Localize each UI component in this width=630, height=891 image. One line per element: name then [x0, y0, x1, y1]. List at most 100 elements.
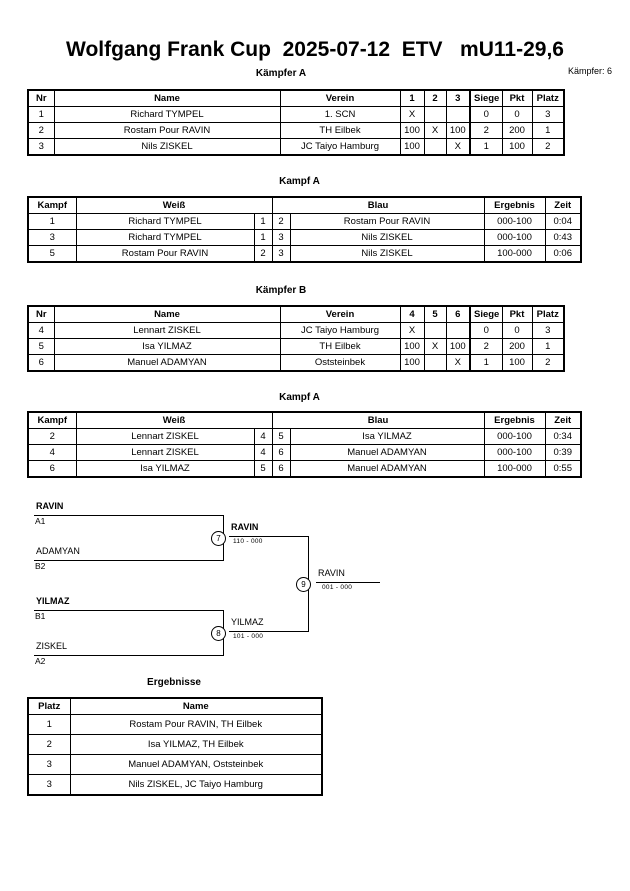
cell-blau: Nils ZISKEL — [289, 229, 485, 246]
table-row: 6 Isa YILMAZ 5 6 Manuel ADAMYAN 100-000 … — [27, 460, 582, 478]
cell-name: Manuel ADAMYAN — [53, 354, 281, 372]
col-nr: Nr — [27, 305, 55, 323]
caption-bouts-a: Kampf A — [279, 176, 320, 187]
table-row: 2 Isa YILMAZ, TH Eilbek — [27, 734, 323, 755]
bracket-match-line — [229, 536, 309, 537]
cell-m6 — [445, 322, 471, 339]
bracket-match-node-8: 8 — [211, 626, 226, 641]
table-row: 6 Manuel ADAMYAN Oststeinbek 100 X 1 100… — [27, 354, 565, 372]
table-row: 5 Isa YILMAZ TH Eilbek 100 X 100 2 200 1 — [27, 338, 565, 355]
bracket-entry-line — [34, 610, 224, 611]
cell-name: Nils ZISKEL — [53, 138, 281, 156]
cell-name: Richard TYMPEL — [53, 106, 281, 123]
cell-nr: 3 — [27, 138, 55, 156]
cell-name: Manuel ADAMYAN, Oststeinbek — [69, 754, 323, 775]
table-row: 3 Nils ZISKEL JC Taiyo Hamburg 100 X 1 1… — [27, 138, 565, 156]
caption-results: Ergebnisse — [147, 677, 201, 688]
cell-siege: 2 — [469, 122, 503, 139]
results-table: Platz Name 1 Rostam Pour RAVIN, TH Eilbe… — [27, 697, 323, 796]
cell-platz: 3 — [27, 754, 71, 775]
cell-blau-nr: 6 — [271, 460, 291, 478]
cell-m2 — [423, 106, 447, 123]
table-header-row: Nr Name Verein 4 5 6 Siege Pkt Platz — [27, 305, 565, 323]
cell-ergebnis: 100-000 — [483, 460, 546, 478]
cell-zeit: 0:04 — [544, 213, 582, 230]
cell-pkt: 100 — [501, 138, 533, 156]
bracket-final-line — [316, 582, 380, 583]
cell-platz: 2 — [531, 138, 565, 156]
cell-m6: X — [445, 354, 471, 372]
cell-zeit: 0:39 — [544, 444, 582, 461]
cell-blau-nr: 3 — [271, 245, 291, 263]
cell-verein: 1. SCN — [279, 106, 401, 123]
bracket-match-node-9: 9 — [296, 577, 311, 592]
col-siege: Siege — [469, 89, 503, 107]
cell-m4: 100 — [399, 338, 425, 355]
cell-siege: 1 — [469, 138, 503, 156]
col-zeit: Zeit — [544, 196, 582, 214]
cell-m1: 100 — [399, 138, 425, 156]
cell-blau-nr: 2 — [271, 213, 291, 230]
col-ergebnis: Ergebnis — [483, 196, 546, 214]
col-name: Name — [53, 305, 281, 323]
cell-m1: 100 — [399, 122, 425, 139]
cell-kampf: 5 — [27, 245, 77, 263]
bracket-entry-line — [34, 560, 224, 561]
cell-siege: 0 — [469, 322, 503, 339]
pool-b-table: Nr Name Verein 4 5 6 Siege Pkt Platz 4 L… — [27, 305, 565, 372]
bracket-entry-line — [34, 515, 224, 516]
table-row: 1 Rostam Pour RAVIN, TH Eilbek — [27, 714, 323, 735]
col-name: Name — [69, 697, 323, 715]
cell-verein: Oststeinbek — [279, 354, 401, 372]
cell-pkt: 0 — [501, 322, 533, 339]
cell-m6: 100 — [445, 338, 471, 355]
cell-nr: 1 — [27, 106, 55, 123]
cell-m4: 100 — [399, 354, 425, 372]
cell-pkt: 200 — [501, 338, 533, 355]
caption-pool-b: Kämpfer B — [255, 285, 307, 296]
elimination-bracket: RAVIN A1 ADAMYAN B2 7 RAVIN 110 - 000 YI… — [0, 495, 630, 675]
cell-weiss-nr: 4 — [253, 428, 273, 445]
col-platz: Platz — [531, 305, 565, 323]
col-blau: Blau — [271, 411, 485, 429]
cell-weiss: Isa YILMAZ — [75, 460, 255, 478]
cell-m5 — [423, 354, 447, 372]
table-header-row: Kampf Weiß Blau Ergebnis Zeit — [27, 196, 582, 214]
cell-blau: Nils ZISKEL — [289, 245, 485, 263]
cell-verein: JC Taiyo Hamburg — [279, 322, 401, 339]
cell-weiss: Lennart ZISKEL — [75, 444, 255, 461]
col-platz: Platz — [27, 697, 71, 715]
col-zeit: Zeit — [544, 411, 582, 429]
cell-weiss-nr: 1 — [253, 213, 273, 230]
bracket-entry-seed: A1 — [35, 516, 46, 526]
col-verein: Verein — [279, 305, 401, 323]
bracket-entry-seed: B2 — [35, 561, 46, 571]
cell-ergebnis: 100-000 — [483, 245, 546, 263]
col-m1: 1 — [399, 89, 425, 107]
cell-kampf: 4 — [27, 444, 77, 461]
bracket-entry-line — [34, 655, 224, 656]
col-nr: Nr — [27, 89, 55, 107]
page-title: Wolfgang Frank Cup 2025-07-12 ETV mU11-2… — [66, 38, 564, 61]
cell-ergebnis: 000-100 — [483, 213, 546, 230]
cell-platz: 1 — [27, 714, 71, 735]
cell-zeit: 0:43 — [544, 229, 582, 246]
cell-verein: TH Eilbek — [279, 122, 401, 139]
cell-m5: X — [423, 338, 447, 355]
table-row: 4 Lennart ZISKEL 4 6 Manuel ADAMYAN 000-… — [27, 444, 582, 461]
cell-m3 — [445, 106, 471, 123]
bracket-entry-name: YILMAZ — [36, 596, 70, 606]
cell-blau-nr: 6 — [271, 444, 291, 461]
cell-pkt: 200 — [501, 122, 533, 139]
cell-weiss-nr: 5 — [253, 460, 273, 478]
cell-nr: 2 — [27, 122, 55, 139]
cell-kampf: 1 — [27, 213, 77, 230]
col-m5: 5 — [423, 305, 447, 323]
cell-kampf: 2 — [27, 428, 77, 445]
cell-siege: 0 — [469, 106, 503, 123]
cell-blau: Manuel ADAMYAN — [289, 460, 485, 478]
cell-blau-nr: 3 — [271, 229, 291, 246]
table-row: 3 Manuel ADAMYAN, Oststeinbek — [27, 754, 323, 775]
cell-ergebnis: 000-100 — [483, 428, 546, 445]
